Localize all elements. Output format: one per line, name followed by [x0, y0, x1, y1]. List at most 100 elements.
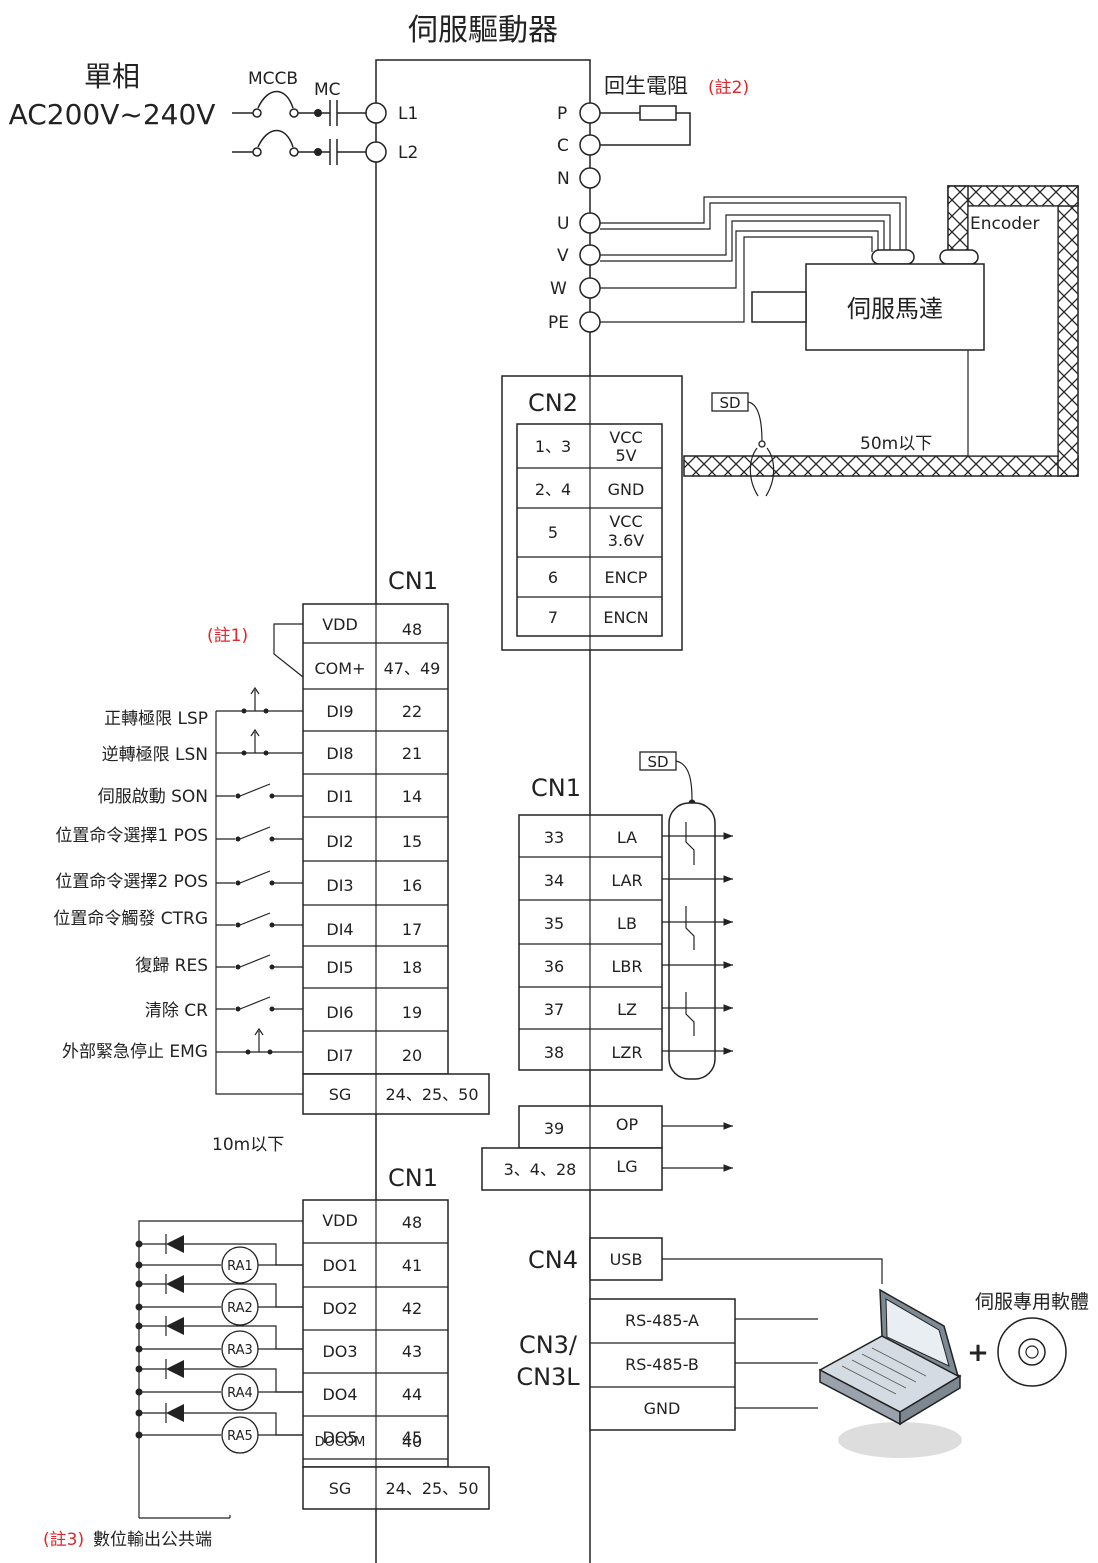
cn1-outputs-title: CN1 — [388, 1164, 438, 1192]
input-desc: 逆轉極限 LSN — [102, 745, 208, 765]
power-line-l1 — [232, 90, 387, 126]
terminal-u-label: U — [557, 214, 569, 234]
mc-label: MC — [314, 80, 341, 100]
cn1-in-pin: 21 — [402, 744, 422, 763]
cn1-in-sig: COM+ — [315, 659, 366, 678]
terminal-l2-label: L2 — [398, 143, 418, 163]
note3-label: (註3) — [43, 1530, 84, 1550]
twisted-pair-shield — [668, 802, 716, 1080]
input-desc: 清除 CR — [145, 1001, 208, 1021]
pulse-output-lines — [662, 822, 733, 1055]
diode-row-4 — [135, 1359, 303, 1411]
input-desc: 位置命令選擇2 POS — [55, 872, 208, 892]
power-line-l2 — [232, 129, 387, 165]
relay-label: RA4 — [227, 1386, 253, 1401]
cn1-pulse-pin: 35 — [544, 914, 564, 933]
cn1-in-sig: DI6 — [326, 1003, 353, 1022]
cn1-pulse-sig: LBR — [611, 957, 642, 976]
cn1-in-pin: 18 — [402, 958, 422, 977]
motor-power-connector — [871, 249, 915, 265]
cn2-sig-line2: 5V — [615, 446, 636, 465]
cn1-inputs-table — [302, 603, 490, 1115]
motor-wiring — [600, 196, 907, 323]
cn1-out-pin: 24、25、50 — [385, 1479, 478, 1498]
power-phase-label: 單相 — [84, 60, 140, 93]
encoder-label: Encoder — [970, 214, 1040, 234]
cn4-title: CN4 — [528, 1246, 578, 1274]
cn1-out-pin: 42 — [402, 1299, 422, 1318]
terminal-c-label: C — [557, 136, 569, 156]
cn4-sig: USB — [610, 1250, 643, 1269]
terminal-p-label: P — [557, 104, 567, 124]
cn1-pulse-pin: 38 — [544, 1043, 564, 1062]
sd-label-cn2: SD — [719, 394, 740, 412]
diode-row-3 — [135, 1316, 303, 1368]
power-voltage-label: AC200V~240V — [9, 98, 216, 131]
servo-motor-label: 伺服馬達 — [847, 295, 943, 323]
cn2-pin: 7 — [548, 608, 558, 627]
terminal-n-label: N — [557, 169, 570, 189]
cn1-pulse-table — [518, 814, 663, 1071]
cn2-pin: 5 — [548, 523, 558, 542]
nc-switch-emg — [216, 1027, 303, 1055]
terminal-l1-label: L1 — [398, 104, 418, 124]
motor-terminals — [579, 212, 601, 333]
nc-switch-lsp — [216, 686, 303, 714]
cn1-in-sig: SG — [329, 1085, 352, 1104]
input-cable-length: 10m以下 — [212, 1135, 284, 1155]
cn3-title-line1: CN3/ — [519, 1331, 578, 1359]
cn2-sig: ENCN — [603, 608, 648, 627]
sd-ground-cn1 — [675, 760, 693, 801]
software-label: 伺服專用軟體 — [975, 1291, 1089, 1313]
cn1-inputs-title: CN1 — [388, 567, 438, 595]
cn2-sig-line1: VCC — [609, 428, 642, 447]
cn3-table — [589, 1298, 818, 1431]
cn3-row: GND — [644, 1399, 681, 1418]
input-desc: 正轉極限 LSP — [104, 709, 208, 729]
no-switch-ctrg — [216, 912, 303, 928]
note1-label: (註1) — [207, 626, 248, 646]
relay-label: RA3 — [227, 1343, 253, 1358]
cn1-in-pin: 15 — [402, 832, 422, 851]
cn2-pin: 6 — [548, 568, 558, 587]
cn1-out-pin: 48 — [402, 1213, 422, 1232]
cn2-sig: GND — [608, 480, 645, 499]
cn1-in-pin: 20 — [402, 1046, 422, 1065]
encoder-cable-length: 50m以下 — [860, 434, 932, 454]
cn1-out-sig: SG — [329, 1479, 352, 1498]
cn1-in-pin: 22 — [402, 702, 422, 721]
cn1-pulse-sig: LAR — [611, 871, 642, 890]
regen-label: 回生電阻 — [604, 74, 688, 98]
cn1-pulse-sig: LZR — [612, 1043, 643, 1062]
cd-icon — [997, 1317, 1067, 1387]
cn1-in-sig: DI3 — [326, 876, 353, 895]
sd-label-cn1: SD — [647, 753, 668, 771]
cn1-out-pin: 43 — [402, 1342, 422, 1361]
mccb-label: MCCB — [248, 69, 298, 89]
cn1-pulse-pin: 37 — [544, 1000, 564, 1019]
relay-label: RA2 — [227, 1301, 253, 1316]
cn1-pulse-pin: 34 — [544, 871, 564, 890]
nc-switch-lsn — [216, 728, 303, 756]
cn2-sig-line1: VCC — [609, 512, 642, 531]
cn3-row: RS-485-B — [625, 1355, 699, 1374]
terminal-pe-label: PE — [548, 313, 569, 333]
cn1-in-sig: DI1 — [326, 787, 353, 806]
cn1-in-sig: DI4 — [326, 920, 353, 939]
no-switch-pos2 — [216, 870, 303, 886]
input-desc: 位置命令觸發 CTRG — [53, 909, 208, 929]
cn2-pin: 1、3 — [535, 437, 571, 456]
cn1-in-pin: 24、25、50 — [385, 1085, 478, 1104]
motor-shaft — [751, 291, 807, 323]
cn1-outputs-table — [302, 1199, 490, 1510]
plus-sign: + — [967, 1338, 989, 1368]
cn1-out-pin: 40 — [402, 1432, 422, 1451]
cn1-out-pin: 44 — [402, 1385, 422, 1404]
cn1-out-pin: 41 — [402, 1256, 422, 1275]
cn1-pulse-sig: LB — [617, 914, 637, 933]
laptop-icon — [818, 1288, 962, 1458]
regen-terminals — [579, 102, 691, 189]
input-desc: 外部緊急停止 EMG — [62, 1042, 208, 1062]
cn1-in-pin: 48 — [402, 620, 422, 639]
